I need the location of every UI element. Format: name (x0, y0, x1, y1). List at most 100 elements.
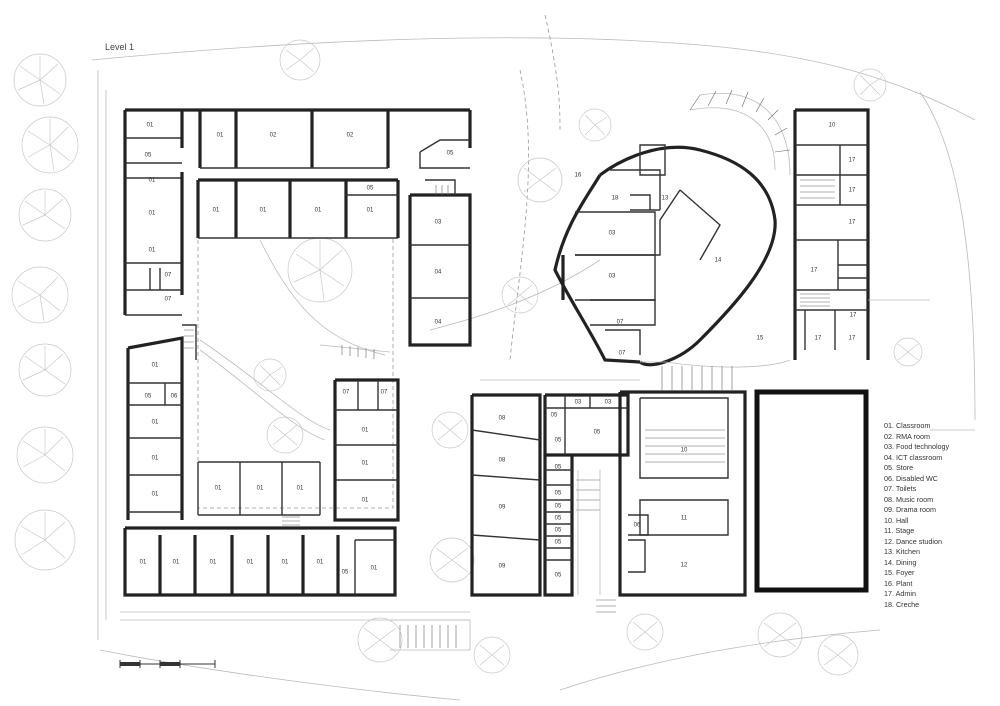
room-label: 01 (173, 560, 180, 566)
legend-item: 12. Dance studion (884, 536, 942, 546)
room-label: 05 (555, 516, 562, 522)
room-label: 05 (447, 151, 454, 157)
room-label: 01 (152, 456, 159, 462)
room-label: 07 (619, 351, 626, 357)
room-label: 04 (435, 320, 442, 326)
legend-item: 16. Plant (884, 578, 913, 588)
room-label: 13 (662, 196, 669, 202)
room-label: 15 (757, 336, 764, 342)
room-label: 07 (165, 297, 172, 303)
room-label: 05 (145, 153, 152, 159)
tree (473, 636, 511, 674)
room-label: 18 (612, 196, 619, 202)
room-label: 17 (815, 336, 822, 342)
site-context (91, 14, 976, 701)
tree (517, 157, 563, 203)
room-label: 17 (849, 188, 856, 194)
legend-item: 07. Toilets (884, 484, 917, 493)
room-label: 07 (617, 320, 624, 326)
room-label: 01 (152, 420, 159, 426)
room-label: 01 (362, 428, 369, 434)
room-labels: 01 05 01 02 02 05 01 01 01 05 01 01 01 0… (140, 123, 857, 579)
legend-item: 01. Classroom (884, 421, 931, 430)
room-label: 01 (149, 178, 156, 184)
legend-item: 17. Admin (884, 589, 916, 598)
room-label: 01 (140, 560, 147, 566)
room-label: 01 (149, 248, 156, 254)
room-label: 14 (715, 258, 722, 264)
room-label: 01 (215, 486, 222, 492)
tree (253, 358, 287, 392)
tree (279, 39, 321, 81)
room-label: 05 (555, 528, 562, 534)
room-label: 12 (681, 563, 688, 569)
tree (431, 411, 469, 449)
tree (11, 266, 69, 324)
room-label: 01 (297, 486, 304, 492)
room-label: 05 (145, 394, 152, 400)
legend-item: 05. Store (884, 463, 914, 472)
room-label: 16 (575, 173, 582, 179)
room-label: 01 (367, 208, 374, 214)
room-label: 07 (343, 390, 350, 396)
tree (13, 53, 67, 107)
west-wing (123, 108, 472, 597)
room-label: 03 (575, 400, 582, 406)
tree (18, 343, 72, 397)
room-label: 09 (499, 505, 506, 511)
legend-item: 14. Dining (884, 557, 917, 567)
tree (266, 416, 304, 454)
room-label: 01 (152, 363, 159, 369)
legend-item: 03. Food technology (884, 442, 950, 451)
tree (578, 108, 612, 142)
room-legend: 01. Classroom 02. RMA room 03. Food tech… (884, 421, 949, 610)
room-label: 05 (342, 570, 349, 576)
legend-item: 09. Drama room (884, 505, 936, 514)
room-label: 06 (171, 394, 178, 400)
legend-item: 13. Kitchen (884, 547, 920, 556)
tree (893, 337, 923, 367)
room-label: 17 (850, 313, 857, 319)
central-block (470, 389, 869, 597)
room-label: 05 (555, 540, 562, 546)
legend-item: 11. Stage (884, 526, 915, 535)
room-label: 02 (347, 133, 354, 139)
room-label: 17 (849, 220, 856, 226)
room-label: 01 (315, 208, 322, 214)
room-label: 05 (551, 413, 558, 419)
admin-wing (793, 108, 930, 360)
room-label: 17 (849, 336, 856, 342)
room-label: 07 (381, 390, 388, 396)
room-label: 03 (609, 231, 616, 237)
room-label: 03 (435, 220, 442, 226)
room-label: 05 (555, 438, 562, 444)
legend-item: 15. Foyer (884, 568, 915, 577)
trees (11, 39, 923, 676)
courtyard (197, 237, 394, 509)
room-label: 01 (147, 123, 154, 129)
room-label: 05 (555, 491, 562, 497)
room-label: 08 (499, 416, 506, 422)
room-label: 05 (555, 504, 562, 510)
room-label: 01 (152, 492, 159, 498)
room-label: 01 (149, 211, 156, 217)
room-label: 01 (362, 461, 369, 467)
room-label: 06 (634, 523, 641, 529)
room-label: 02 (270, 133, 277, 139)
tree (429, 537, 475, 583)
tree (18, 188, 72, 242)
room-label: 11 (681, 516, 688, 522)
room-label: 01 (362, 498, 369, 504)
room-label: 01 (210, 560, 217, 566)
tree (817, 634, 859, 676)
room-label: 05 (594, 430, 601, 436)
room-label: 01 (317, 560, 324, 566)
level-label: Level 1 (105, 42, 135, 52)
room-label: 17 (849, 158, 856, 164)
tree (626, 613, 664, 651)
room-label: 05 (555, 465, 562, 471)
tree (14, 509, 76, 571)
room-label: 03 (605, 400, 612, 406)
tree (501, 276, 539, 314)
